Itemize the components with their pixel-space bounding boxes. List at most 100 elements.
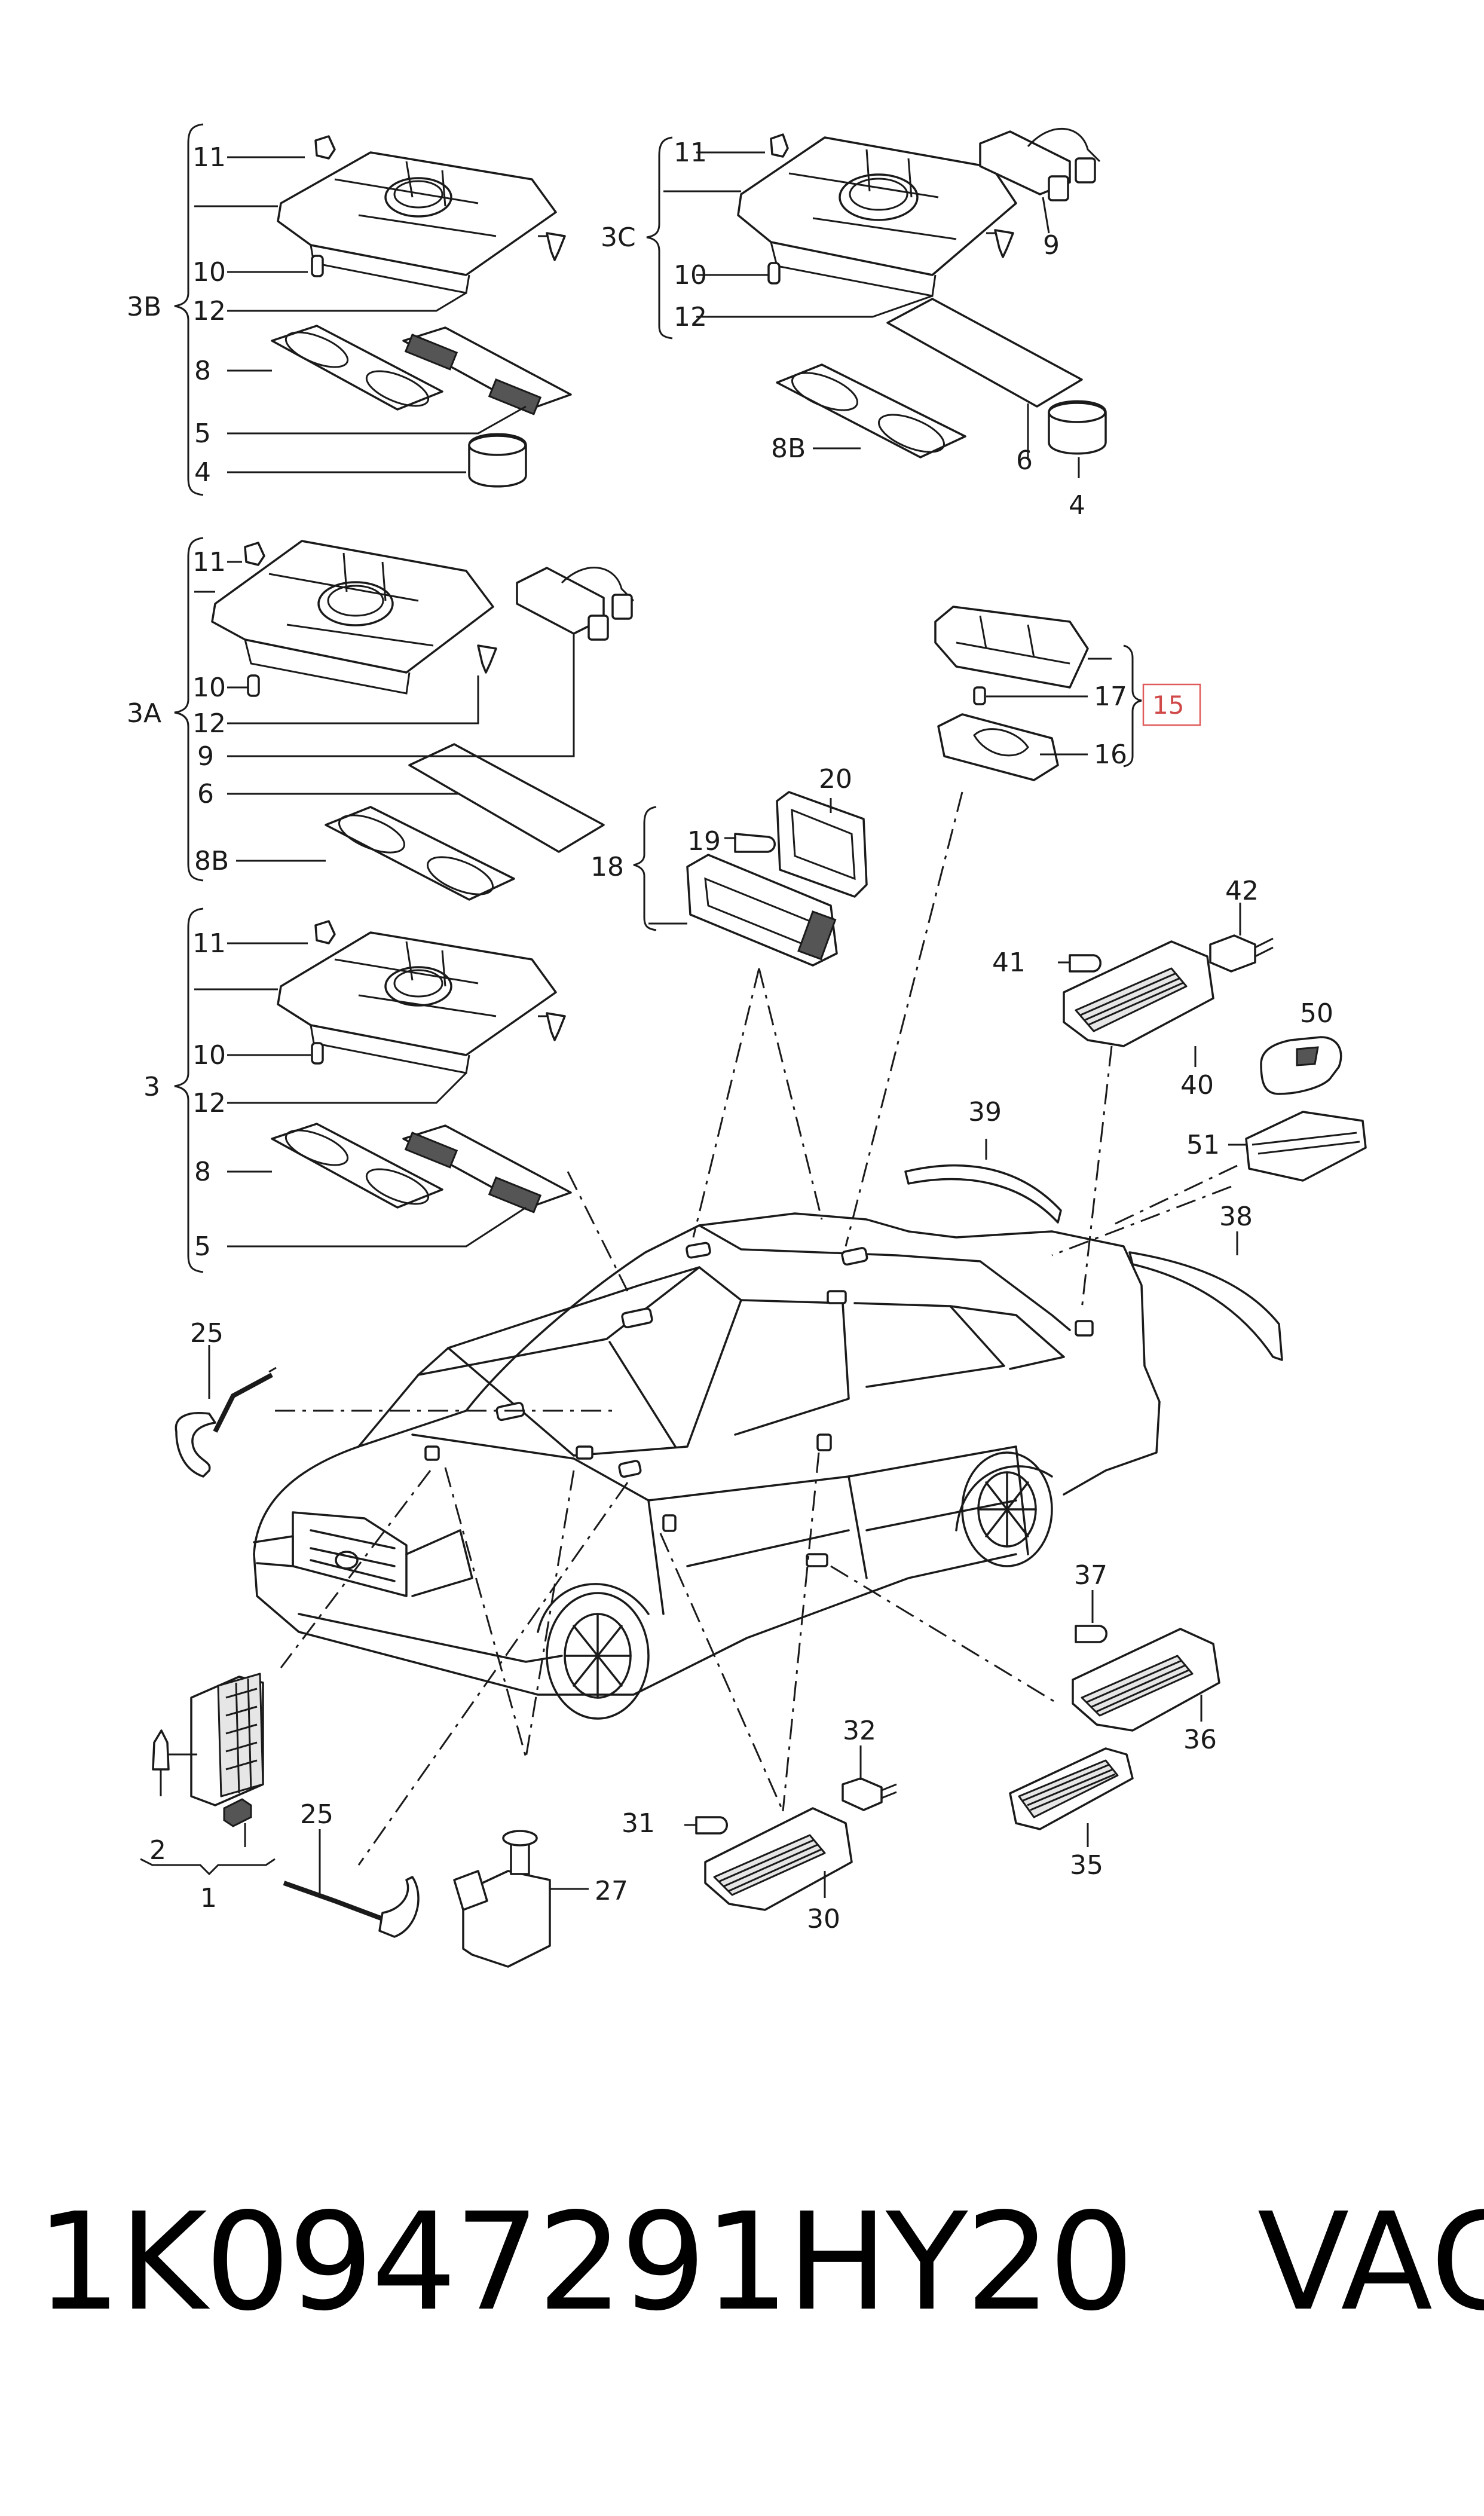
screw-12-3b [546, 232, 566, 261]
assembly-3c: 3C 11 10 12 9 8B [601, 127, 1107, 521]
clip-11-3c [770, 133, 789, 158]
label-1: 1 [200, 1883, 217, 1913]
bulb-10-3 [311, 1042, 324, 1065]
connector-32 [842, 1777, 883, 1811]
bulb-10-3b [311, 255, 324, 277]
label-8b-3c: 8B [771, 433, 806, 464]
label-31: 31 [622, 1808, 655, 1839]
label-12-3a: 12 [192, 708, 226, 739]
label-10-3b: 10 [192, 257, 226, 288]
label-41: 41 [992, 947, 1026, 978]
label-3: 3 [143, 1072, 160, 1102]
label-8-3: 8 [194, 1157, 211, 1187]
label-10-3a: 10 [192, 672, 226, 703]
label-12-3: 12 [192, 1088, 226, 1118]
assembly-15: 17 16 15 [934, 606, 1201, 781]
label-2: 2 [149, 1835, 166, 1866]
label-35: 35 [1070, 1850, 1103, 1881]
housing-18 [686, 854, 838, 967]
frame-20 [776, 791, 868, 898]
parts-right: 42 41 40 50 51 39 38 [904, 876, 1367, 1361]
highlight-box-15 [1142, 683, 1201, 726]
cover-6-3c [886, 298, 1083, 408]
bulb-10-3a [247, 674, 260, 697]
label-36: 36 [1183, 1725, 1217, 1755]
label-10-3c: 10 [674, 260, 707, 291]
lens-16 [937, 713, 1059, 781]
label-9-3a: 9 [197, 741, 214, 772]
label-15: 15 [1152, 690, 1184, 720]
label-11-3b: 11 [192, 142, 226, 173]
lens-plate-8b-3a [325, 806, 515, 901]
connector-9-3c [979, 130, 1071, 195]
trim-strip-38 [1128, 1251, 1283, 1361]
label-30: 30 [807, 1904, 840, 1934]
cover-6-3a [408, 743, 605, 853]
bulb-37 [1075, 1625, 1107, 1643]
label-40: 40 [1180, 1070, 1214, 1100]
label-16: 16 [1094, 739, 1127, 770]
label-12-3c: 12 [674, 302, 707, 332]
parts-lower-left: 25 2 1 25 27 [140, 1318, 628, 1968]
label-3b: 3B [127, 292, 161, 322]
housing-15 [934, 606, 1089, 689]
bulb-31 [695, 1816, 728, 1835]
label-19: 19 [687, 826, 721, 857]
label-32: 32 [843, 1716, 876, 1746]
label-11-3a: 11 [192, 547, 226, 577]
label-4-3b: 4 [194, 457, 211, 488]
label-3a: 3A [127, 698, 161, 729]
label-12-3b: 12 [192, 296, 226, 326]
label-11-3c: 11 [674, 137, 707, 168]
lens-plate-8-3 [271, 1123, 443, 1209]
cable-25-lower [283, 1881, 384, 1921]
bulb-10-3c [767, 262, 781, 285]
label-27: 27 [595, 1876, 628, 1906]
label-39: 39 [968, 1097, 1002, 1127]
clip-11-3 [314, 920, 336, 944]
label-18: 18 [590, 852, 624, 882]
label-51: 51 [1186, 1130, 1220, 1160]
assembly-3b: 3B 11 10 12 8 5 4 [127, 123, 572, 496]
label-6-3c: 6 [1016, 445, 1033, 476]
assembly-3: 3 11 10 12 8 5 [143, 907, 572, 1273]
trim-strip-39 [904, 1164, 1062, 1224]
label-9-3c: 9 [1043, 230, 1060, 261]
parts-lower-right: 31 32 30 37 36 35 [622, 1560, 1220, 1934]
lens-plate-8b-3c [776, 363, 966, 458]
label-5-3b: 5 [194, 418, 211, 449]
footer: 1K0947291HY20 VAG [36, 2184, 1484, 2341]
label-20: 20 [819, 764, 852, 794]
cable-25-upper [213, 1372, 273, 1433]
label-5-3: 5 [194, 1231, 211, 1262]
bulb-19 [734, 833, 776, 853]
label-17: 17 [1094, 681, 1127, 712]
car-illustration [253, 791, 1238, 1866]
brand-name: VAG [1257, 2184, 1484, 2341]
clip-11-3a [244, 542, 265, 566]
label-8b-3a: 8B [194, 846, 229, 876]
bulb-17 [973, 686, 986, 705]
assembly-18: 18 20 19 [590, 764, 868, 967]
label-3c: 3C [601, 222, 636, 253]
label-6-3a: 6 [197, 779, 214, 809]
label-4-3c: 4 [1069, 490, 1085, 521]
part-number: 1K0947291HY20 [36, 2184, 1134, 2341]
screw-12-3 [546, 1012, 566, 1041]
bulb-41 [1069, 954, 1101, 973]
screw-12-3a [477, 644, 497, 674]
connector-42 [1209, 934, 1256, 973]
bulb-2 [152, 1729, 170, 1771]
label-42: 42 [1225, 876, 1259, 906]
label-25-upper: 25 [190, 1318, 224, 1349]
label-50: 50 [1300, 998, 1333, 1029]
label-37: 37 [1074, 1560, 1107, 1591]
label-10-3: 10 [192, 1040, 226, 1071]
clip-11-3b [314, 135, 336, 160]
holder-51 [1245, 1111, 1367, 1182]
assembly-3a: 3A 11 10 12 9 6 8B [127, 537, 635, 901]
label-8-3b: 8 [194, 356, 211, 386]
lens-plate-8-3b [271, 325, 443, 411]
label-11-3: 11 [192, 928, 226, 959]
